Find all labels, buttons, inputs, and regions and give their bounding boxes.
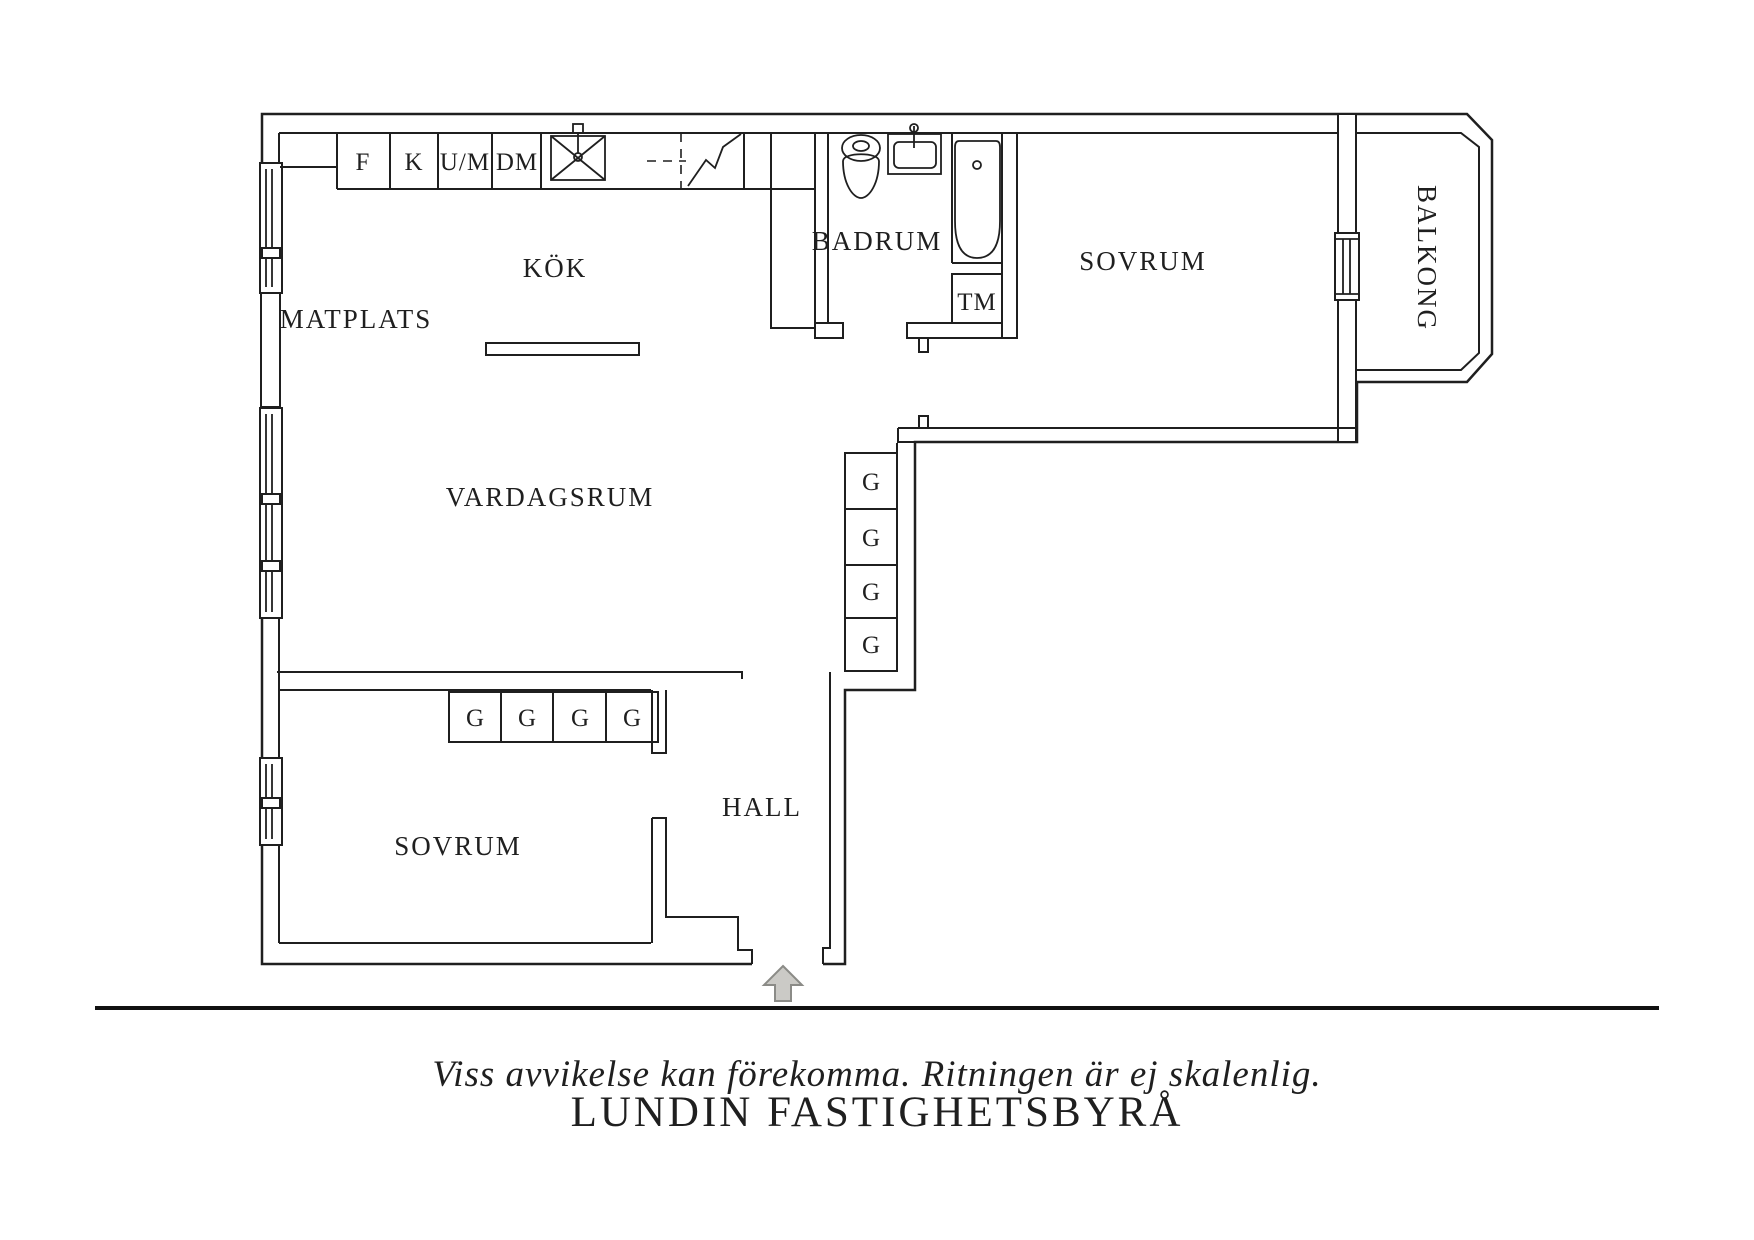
- balcony-walls: [1334, 113, 1480, 443]
- room-label-bathroom: BADRUM: [812, 226, 943, 256]
- balcony-window-icon: [1334, 232, 1360, 301]
- oven-micro-label: U/M: [440, 149, 490, 176]
- disclaimer-text: Viss avvikelse kan förekomma. Ritningen …: [432, 1054, 1321, 1095]
- wall-column: [770, 188, 816, 329]
- bathroom-east-wall: [1001, 132, 1018, 339]
- room-label-bedroom-lower: SOVRUM: [394, 831, 522, 861]
- room-labels: F K U/M DM KÖK MATPLATS BADRUM TM SOVRUM…: [280, 149, 1442, 861]
- wardrobe-label: G: [862, 579, 880, 606]
- room-label-bedroom-upper: SOVRUM: [1079, 246, 1207, 276]
- window-icon: [259, 757, 283, 846]
- bathroom-south-wall: [906, 322, 1003, 339]
- wardrobe-label: G: [862, 525, 880, 552]
- bathroom-door-jamb: [814, 322, 844, 339]
- wardrobe-label: G: [518, 705, 536, 732]
- flue-shaft-icon: [647, 133, 772, 189]
- washbasin-icon: [887, 123, 942, 175]
- wardrobe-label: G: [862, 469, 880, 496]
- wardrobe-column: G G G G: [844, 452, 898, 672]
- room-label-living: VARDAGSRUM: [446, 482, 655, 512]
- balcony-inner-rim: [1356, 132, 1480, 371]
- kitchen-sink-icon: [550, 123, 606, 181]
- dishwasher-label: DM: [496, 149, 538, 176]
- wardrobe-label: G: [623, 705, 641, 732]
- toilet-icon: [841, 134, 881, 199]
- freezer-label: K: [404, 149, 423, 176]
- footer: Viss avvikelse kan förekomma. Ritningen …: [95, 1006, 1659, 1136]
- company-name: LUNDIN FASTIGHETSBYRÅ: [571, 1089, 1184, 1136]
- door-jamb-notch: [918, 337, 929, 353]
- window-icon: [259, 162, 283, 294]
- room-label-hall: HALL: [722, 792, 802, 822]
- wardrobe-row: G G G G: [448, 691, 659, 743]
- washer-label: TM: [957, 289, 997, 316]
- wardrobe-label: G: [571, 705, 589, 732]
- separator-line: [95, 1006, 1659, 1010]
- left-wall-windows: [259, 162, 283, 846]
- kitchen-bar: [485, 342, 640, 356]
- wardrobe-label: G: [466, 705, 484, 732]
- kitchen-counter: [280, 123, 772, 190]
- living-bedroom-wall: [277, 671, 743, 691]
- window-icon: [259, 407, 283, 619]
- room-label-balcony: BALKONG: [1412, 185, 1442, 331]
- wall-pier: [260, 292, 281, 408]
- entry-arrow-icon: [761, 964, 805, 1002]
- lower-bedroom-east-wall: [651, 690, 753, 964]
- door-jamb-notch: [918, 415, 929, 429]
- fridge-label: F: [356, 149, 371, 176]
- bathtub-icon: [954, 140, 1001, 259]
- bedroom-south-wall: [897, 415, 1357, 443]
- room-label-dining: MATPLATS: [280, 304, 433, 334]
- room-label-kitchen: KÖK: [523, 253, 588, 283]
- bathroom-walls: [770, 132, 1018, 353]
- wardrobe-label: G: [862, 632, 880, 659]
